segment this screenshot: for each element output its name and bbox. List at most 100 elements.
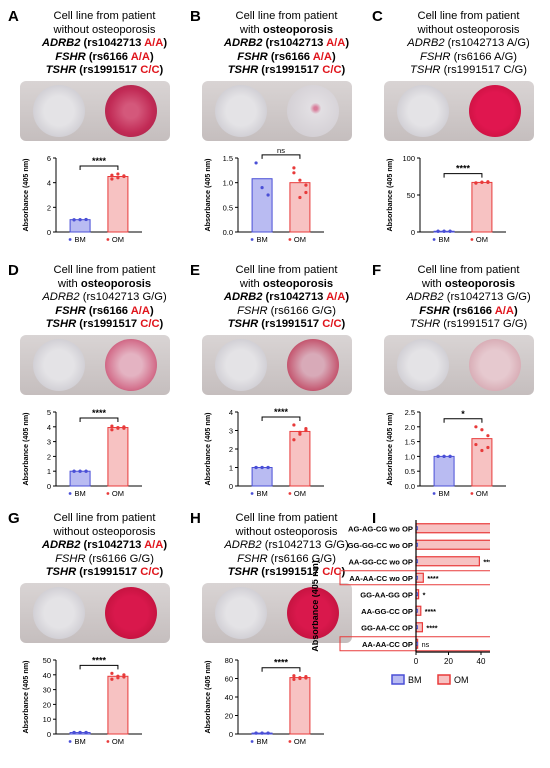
- y-axis-label: Absorbance (405 nm): [21, 158, 30, 232]
- bar-om: [415, 556, 480, 567]
- data-point: [260, 465, 264, 470]
- panel-letter: F: [372, 262, 382, 279]
- bm-well: [33, 587, 85, 639]
- y-tick-label: 10: [43, 715, 51, 724]
- data-point: [254, 465, 258, 470]
- header-segment: TSHR: [45, 318, 77, 331]
- bm-well: [215, 85, 267, 137]
- significance-bracket: [261, 154, 301, 159]
- header-line: ADRB2 (rs1042713 A/G): [386, 37, 550, 51]
- category-label: GG-AA-GG OP: [360, 590, 413, 599]
- significance-bracket: [443, 173, 483, 178]
- header-segment: ): [159, 566, 164, 579]
- header-line: FSHR (rs6166 A/A): [22, 51, 187, 65]
- header-segment: osteoporosis: [80, 277, 152, 290]
- data-point: [304, 183, 308, 187]
- header-segment: A/A: [326, 291, 346, 304]
- category-marker: [288, 492, 292, 495]
- header-line: without osteoporosis: [386, 24, 550, 38]
- category-label: BM: [256, 235, 267, 244]
- data-point: [304, 427, 308, 431]
- data-point: [298, 430, 302, 434]
- bm-well: [33, 85, 85, 137]
- y-axis-label: Absorbance (405 nm): [385, 158, 394, 232]
- significance-bracket: [79, 165, 119, 171]
- header-segment: ): [150, 50, 154, 63]
- y-tick-label: 40: [225, 693, 233, 702]
- bar-om: [289, 182, 311, 233]
- y-tick-label: 0: [47, 482, 51, 491]
- data-point: [292, 438, 296, 442]
- header-segment: (rs1991517: [76, 64, 141, 77]
- bar-bm: [251, 467, 273, 487]
- header-segment: A/A: [130, 50, 150, 63]
- header-line: ADRB2 (rs1042713 A/A): [204, 37, 369, 51]
- bar-om: [415, 523, 490, 534]
- bar-om: [289, 677, 311, 735]
- category-marker: [432, 492, 436, 495]
- y-tick-label: 50: [407, 191, 415, 200]
- om-well: [105, 587, 157, 639]
- header-segment: FSHR: [55, 304, 86, 317]
- category-label: BM: [74, 737, 85, 746]
- header-segment: with: [421, 277, 445, 290]
- y-tick-label: 0.0: [405, 482, 415, 491]
- data-point: [266, 731, 270, 735]
- y-tick-label: 100: [402, 154, 415, 163]
- header-segment: C/C: [140, 318, 160, 331]
- header-line: Cell line from patient: [386, 264, 550, 278]
- header-line: FSHR (rs6166 G/G): [22, 553, 187, 567]
- header-segment: A/A: [494, 304, 514, 317]
- significance-label: ****: [427, 574, 438, 583]
- om-well: [287, 85, 339, 137]
- header-segment: with: [239, 277, 263, 290]
- header-segment: (rs1042713 G/G): [261, 539, 349, 552]
- data-point: [116, 176, 120, 180]
- y-tick-label: 2: [47, 452, 51, 461]
- category-marker: [432, 238, 436, 241]
- data-point: [78, 730, 82, 735]
- header-line: FSHR (rs6166 G/G): [204, 305, 369, 319]
- data-point: [474, 181, 478, 185]
- header-segment: osteoporosis: [262, 23, 334, 36]
- header-segment: (rs1991517: [258, 566, 323, 579]
- y-tick-label: 1: [47, 467, 51, 476]
- category-label: BM: [256, 737, 267, 746]
- y-tick-label: 1.0: [223, 179, 233, 188]
- header-segment: Cell line from patient: [417, 10, 520, 22]
- data-point: [436, 454, 440, 458]
- y-tick-label: 0: [229, 730, 233, 739]
- header-segment: ): [345, 37, 350, 50]
- data-point: [292, 171, 296, 175]
- y-tick-label: 0.5: [223, 203, 233, 212]
- header-segment: ADRB2: [224, 539, 262, 552]
- data-point: [260, 731, 264, 735]
- header-segment: (rs6166: [85, 50, 131, 63]
- y-axis-label: Absorbance (405 nm): [312, 560, 320, 652]
- data-point: [474, 425, 478, 429]
- significance-label: ****: [92, 156, 107, 166]
- om-well: [469, 339, 521, 391]
- bar-om: [107, 675, 129, 735]
- y-tick-label: 2: [47, 203, 51, 212]
- data-point: [254, 731, 258, 735]
- header-segment: Cell line from patient: [53, 10, 156, 22]
- header-line: FSHR (rs6166 A/G): [386, 51, 550, 65]
- header-segment: ): [332, 50, 336, 63]
- header-line: TSHR (rs1991517 G/G): [386, 318, 550, 332]
- header-line: without osteoporosis: [22, 24, 187, 38]
- legend-swatch: [437, 674, 451, 685]
- category-label: BM: [256, 489, 267, 498]
- header-segment: (rs1991517 C/G): [440, 64, 527, 77]
- bar-bm: [251, 178, 273, 233]
- y-tick-label: 0: [229, 482, 233, 491]
- y-tick-label: 3: [229, 427, 233, 436]
- category-label: AA-GG-CC OP: [361, 607, 413, 616]
- header-segment: (rs1991517: [76, 318, 141, 331]
- panel-letter: H: [190, 510, 201, 527]
- header-line: Cell line from patient: [22, 512, 187, 526]
- header-segment: TSHR: [227, 64, 259, 77]
- data-point: [448, 454, 452, 458]
